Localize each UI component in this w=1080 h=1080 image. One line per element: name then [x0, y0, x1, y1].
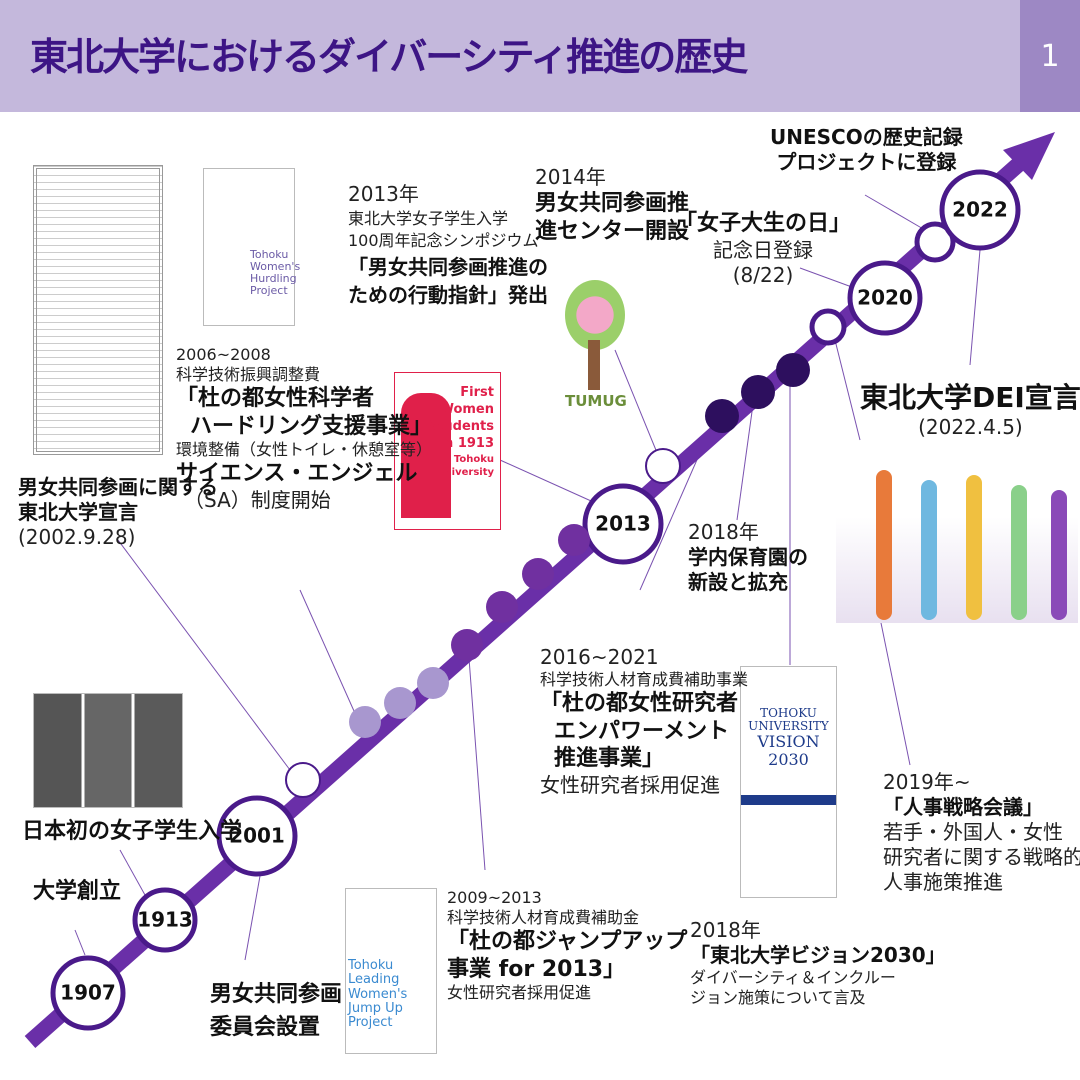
milestone-2020: [847, 260, 923, 336]
year-2013: 2013: [595, 512, 651, 536]
year-2020: 2020: [857, 286, 913, 310]
milestone-1907: [50, 955, 126, 1031]
event-2018-nursery: 2018年学内保育園の新設と拡充: [688, 520, 808, 594]
event-2014: 2014年男女共同参画推進センター開設: [535, 165, 690, 244]
event-2018-vision: 2018年「東北大学ビジョン2030」ダイバーシティ＆インクルージョン施策につい…: [690, 918, 946, 1007]
arrow-head: [1003, 132, 1055, 180]
year-1913: 1913: [137, 908, 193, 932]
year-1907: 1907: [60, 981, 116, 1005]
page-title: 東北大学におけるダイバーシティ推進の歴史: [30, 35, 748, 79]
event-1907: 大学創立: [33, 879, 122, 904]
event-unesco: UNESCOの歴史記録プロジェクトに登録: [770, 125, 963, 174]
event-joshidaisei-day: 「女子大生の日」記念日登録(8/22): [675, 211, 852, 287]
header-bar: 東北大学におけるダイバーシティ推進の歴史: [0, 0, 1020, 112]
early-women-students-photos: [33, 693, 183, 808]
event-2001: 男女共同参画委員会設置: [210, 982, 343, 1040]
dei-hands-image: [836, 460, 1078, 623]
event-dei-declaration: 東北大学DEI宣言(2022.4.5): [860, 381, 1080, 439]
milestone-2001: [216, 795, 298, 877]
declaration-document-image: [33, 165, 163, 455]
event-2002: 男女共同参画に関する東北大学宣言(2002.9.28): [18, 475, 218, 549]
event-2019: 2019年~「人事戦略会議」若手・外国人・女性研究者に関する戦略的人事施策推進: [883, 770, 1080, 894]
milestone-1913: [132, 887, 198, 953]
year-2022: 2022: [952, 198, 1008, 222]
event-1913: 日本初の女子学生入学: [22, 819, 243, 844]
year-2001: 2001: [229, 824, 285, 848]
milestone-2013: [582, 483, 664, 565]
milestone-2022: [939, 169, 1021, 251]
tumug-logo: TUMUG: [555, 280, 635, 430]
page-number: 1: [1020, 0, 1080, 112]
